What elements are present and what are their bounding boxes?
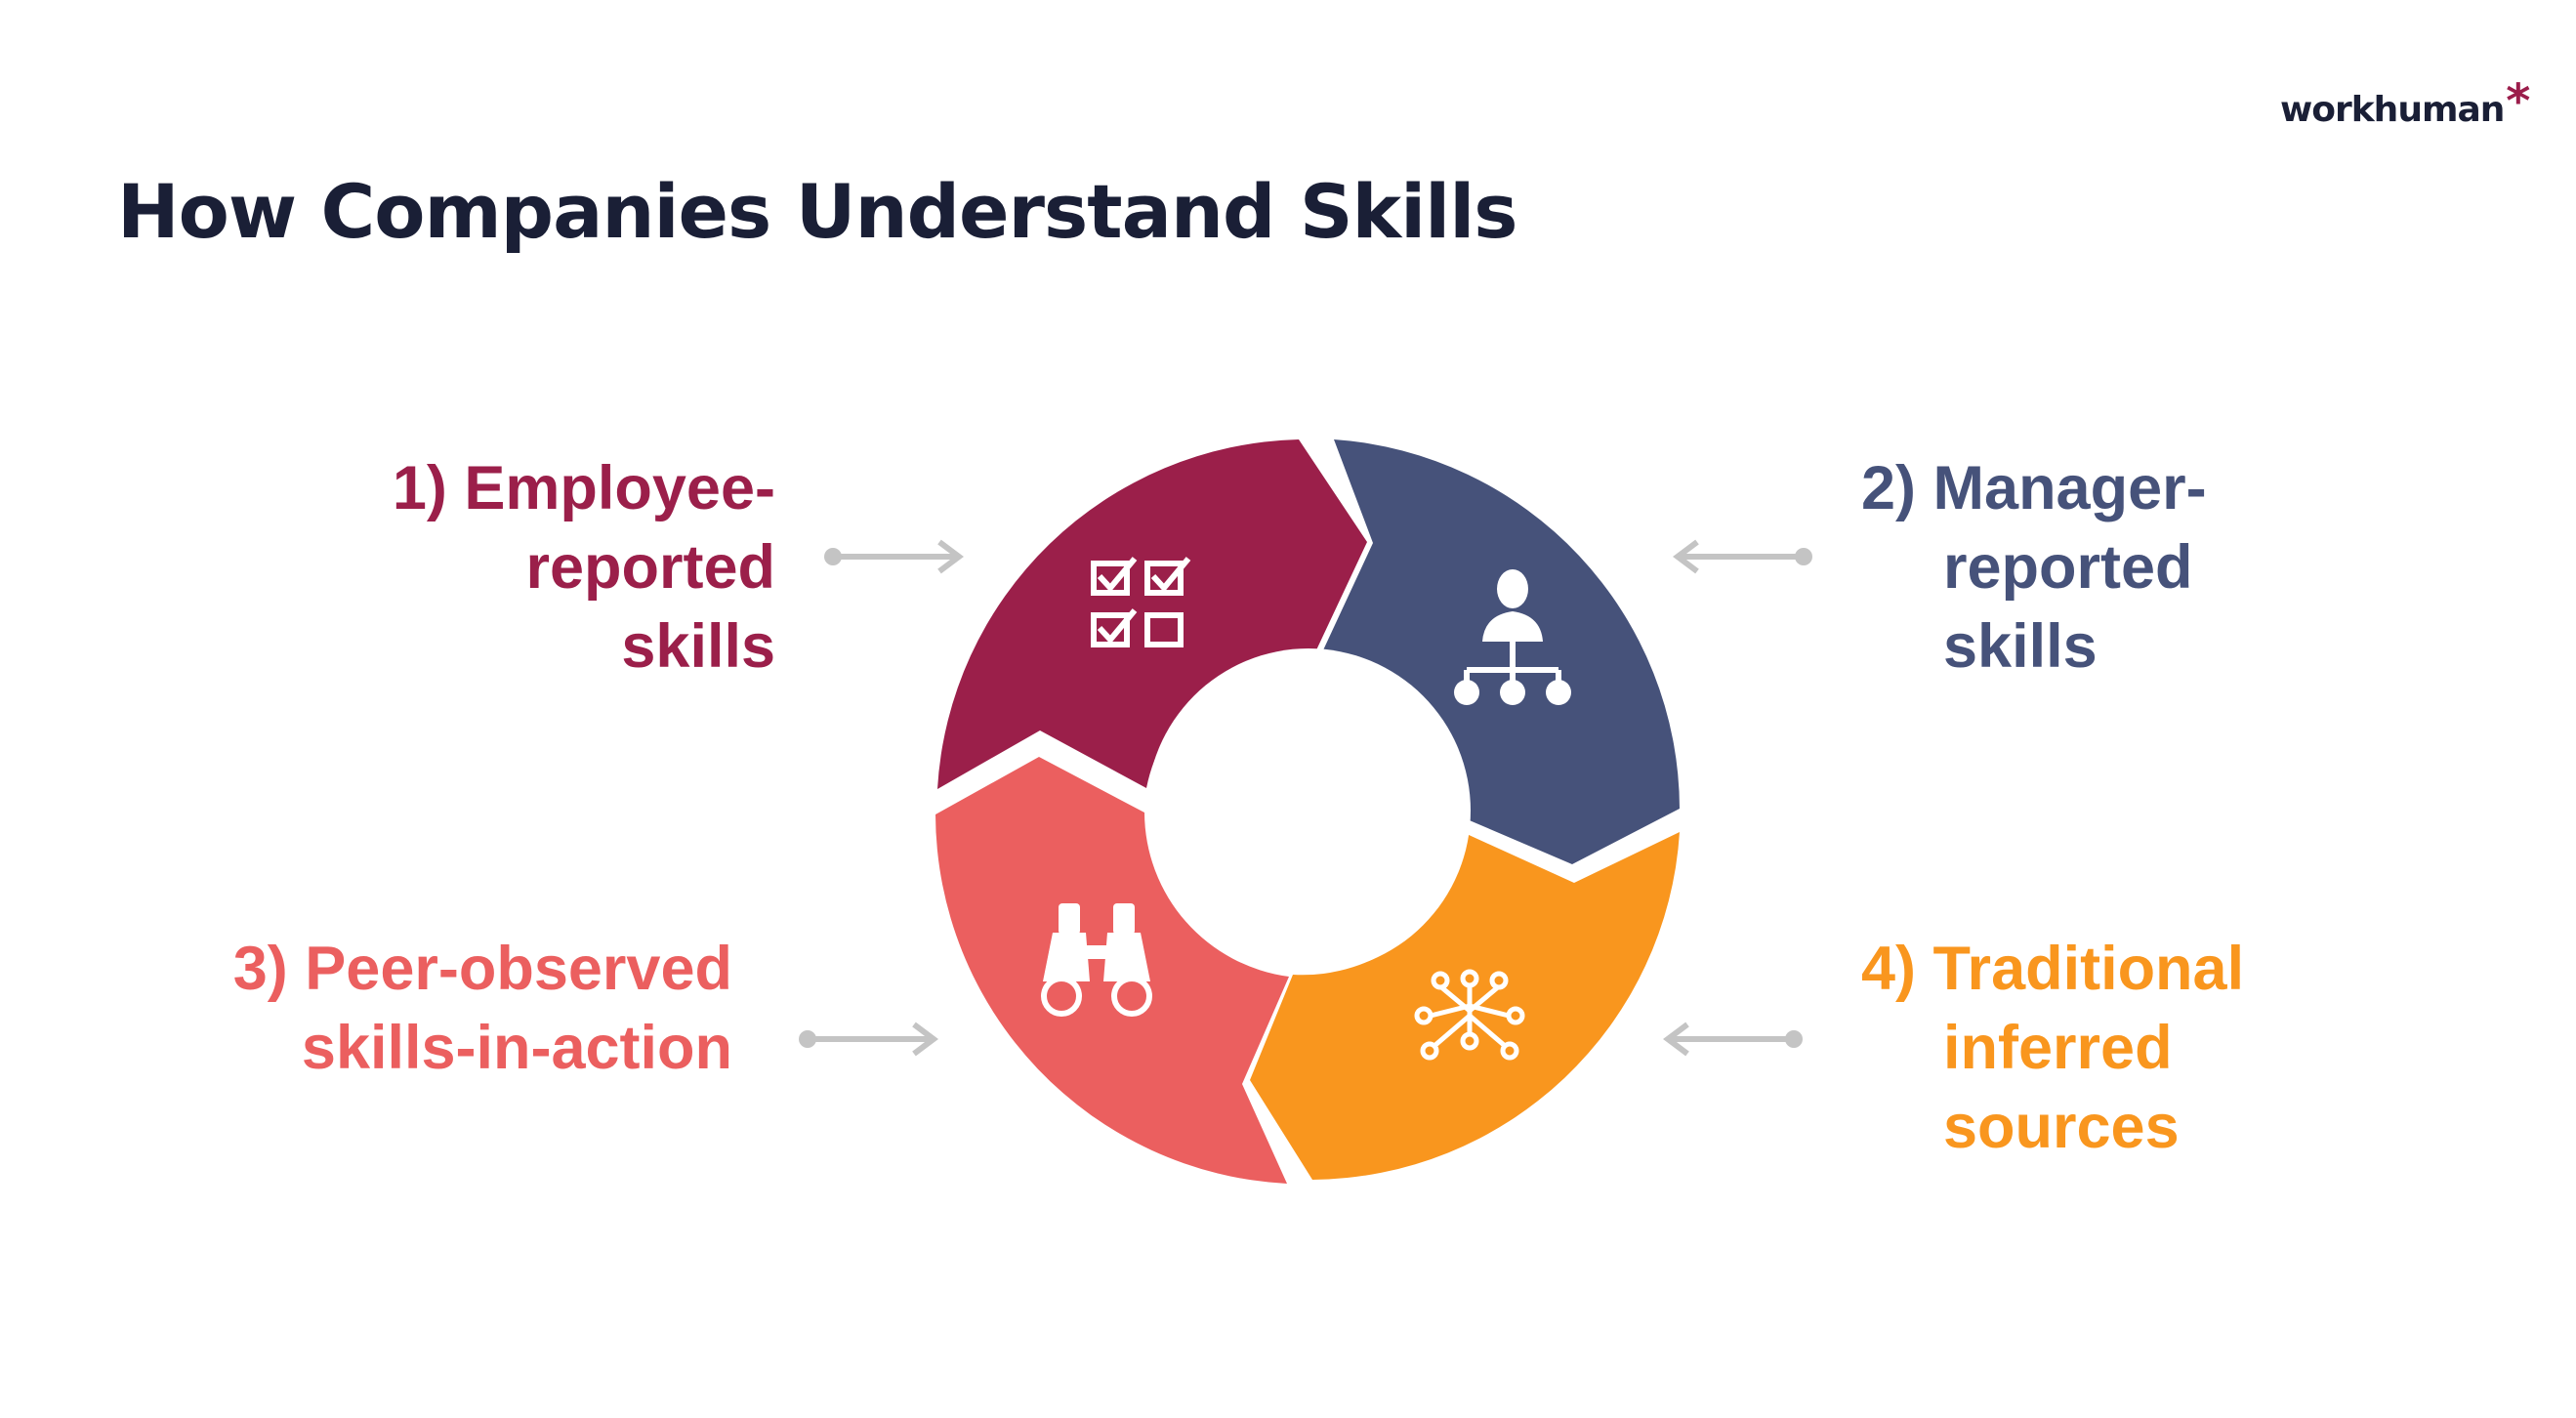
checklist-icon — [1091, 557, 1191, 647]
label-line: Employee- — [464, 454, 775, 522]
logo-text: workhuman — [2280, 90, 2505, 130]
label-employee-reported: 1) Employee- reported skills — [393, 449, 775, 687]
label-line: reported — [1943, 533, 2193, 602]
label-line: skills — [1943, 612, 2098, 681]
workhuman-logo: workhuman* — [2280, 74, 2530, 130]
arrow-from-manager — [1673, 539, 1812, 574]
label-peer-observed: 3) Peer-observed skills-in-action — [233, 930, 732, 1088]
logo-star: * — [2506, 74, 2530, 129]
arrow-from-peer — [799, 1022, 938, 1057]
label-line: skills — [621, 612, 775, 681]
label-line: inferred — [1943, 1014, 2173, 1082]
label-line: Traditional — [1932, 935, 2245, 1003]
label-number: 2) — [1861, 454, 1917, 522]
label-number: 4) — [1861, 935, 1917, 1003]
label-manager-reported: 2) Manager- reported skills — [1861, 449, 2207, 687]
org-chart-person-icon — [1454, 569, 1571, 705]
label-line: sources — [1943, 1093, 2180, 1161]
label-line: reported — [525, 533, 775, 602]
arrow-from-traditional — [1663, 1022, 1803, 1057]
label-traditional-inferred: 4) Traditional inferred sources — [1861, 930, 2244, 1167]
binoculars-icon — [1041, 903, 1152, 1017]
segment-manager-reported — [1322, 439, 1680, 864]
label-line: skills-in-action — [301, 1014, 732, 1082]
label-number: 3) — [232, 935, 288, 1003]
page-title: How Companies Understand Skills — [117, 168, 1517, 255]
arrow-from-employee — [824, 539, 964, 574]
network-nodes-icon — [1414, 969, 1525, 1061]
label-line: Manager- — [1932, 454, 2207, 522]
center-hole — [1146, 648, 1471, 973]
label-line: Peer-observed — [305, 935, 732, 1003]
label-number: 1) — [392, 454, 447, 522]
